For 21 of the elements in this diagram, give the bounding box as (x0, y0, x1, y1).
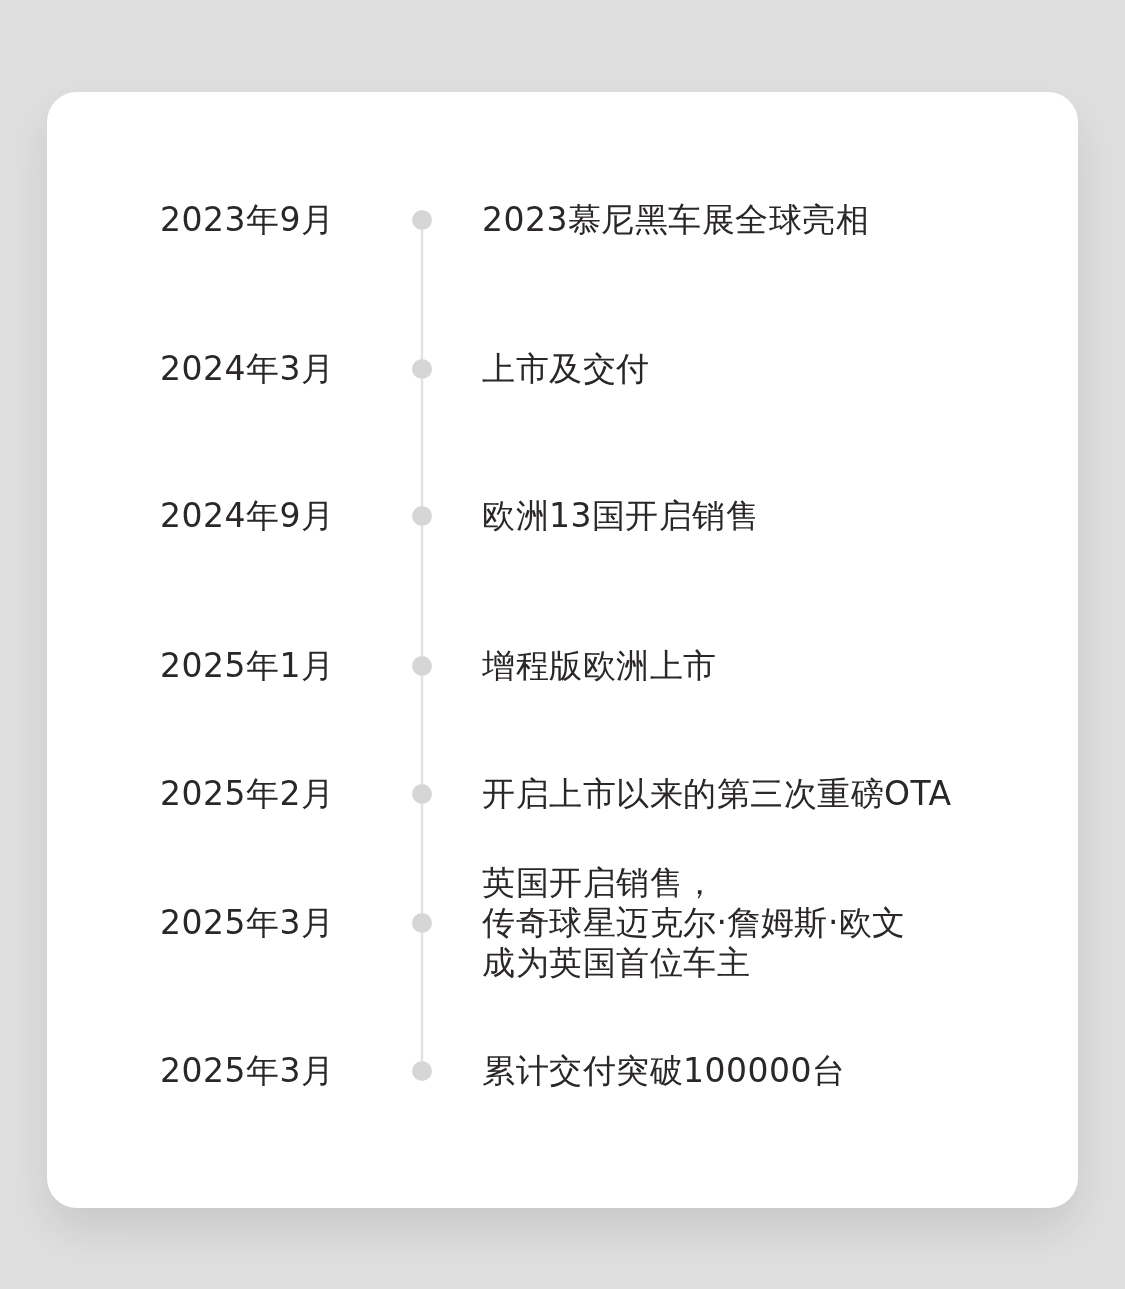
event-text: 增程版欧洲上市 (482, 646, 717, 686)
event-text: 英国开启销售，传奇球星迈克尔·詹姆斯·欧文成为英国首位车主 (482, 863, 906, 983)
event-text: 累计交付突破100000台 (482, 1051, 846, 1091)
date-label: 2025年3月 (160, 1051, 335, 1091)
event-text: 开启上市以来的第三次重磅OTA (482, 774, 952, 814)
timeline-dot (412, 359, 432, 379)
timeline-dot (412, 656, 432, 676)
timeline-dot (412, 506, 432, 526)
timeline-dot (412, 1061, 432, 1081)
event-text: 欧洲13国开启销售 (482, 496, 760, 536)
event-text: 2023慕尼黑车展全球亮相 (482, 200, 870, 240)
date-label: 2024年3月 (160, 349, 335, 389)
timeline-dot (412, 210, 432, 230)
date-label: 2025年1月 (160, 646, 335, 686)
date-label: 2025年3月 (160, 903, 335, 943)
event-text: 上市及交付 (482, 349, 650, 389)
date-label: 2024年9月 (160, 496, 335, 536)
timeline-dot (412, 913, 432, 933)
date-label: 2023年9月 (160, 200, 335, 240)
timeline-dot (412, 784, 432, 804)
date-label: 2025年2月 (160, 774, 335, 814)
